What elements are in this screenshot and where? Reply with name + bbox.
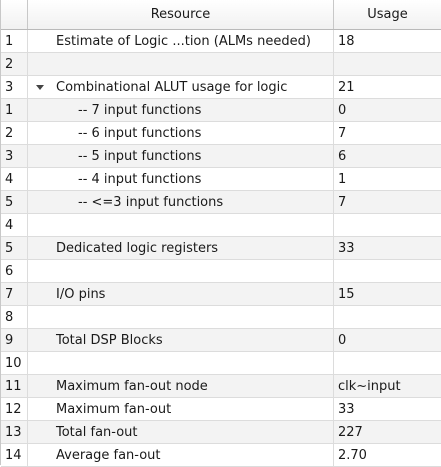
usage-cell: 15 xyxy=(334,283,441,305)
resource-label: Estimate of Logic ...tion (ALMs needed) xyxy=(56,33,311,49)
table-row[interactable]: 7 I/O pins 15 xyxy=(1,283,441,306)
row-number: 13 xyxy=(1,421,28,443)
table-row[interactable]: 12 Maximum fan-out 33 xyxy=(1,398,441,421)
usage-cell: 0 xyxy=(334,99,441,121)
resource-label: -- <=3 input functions xyxy=(78,194,224,210)
table-header: Resource Usage xyxy=(1,0,441,30)
table-row[interactable]: 10 xyxy=(1,352,441,375)
usage-cell: 21 xyxy=(334,76,441,98)
resource-cell: -- <=3 input functions xyxy=(28,191,334,213)
row-number: 10 xyxy=(1,352,28,374)
table-row[interactable]: 9 Total DSP Blocks 0 xyxy=(1,329,441,352)
resource-cell: Total fan-out xyxy=(28,421,334,443)
row-number: 3 xyxy=(1,76,28,98)
table-row[interactable]: 6 xyxy=(1,260,441,283)
resource-cell: -- 4 input functions xyxy=(28,168,334,190)
resource-label: Average fan-out xyxy=(56,447,161,463)
row-number: 9 xyxy=(1,329,28,351)
table-row[interactable]: 13 Total fan-out 227 xyxy=(1,421,441,444)
table-row[interactable]: 3 Combinational ALUT usage for logic 21 xyxy=(1,76,441,99)
usage-column-header[interactable]: Usage xyxy=(334,0,441,29)
resource-cell xyxy=(28,306,334,328)
table-body: 1 Estimate of Logic ...tion (ALMs needed)… xyxy=(1,30,441,467)
table-row[interactable]: 5 -- <=3 input functions 7 xyxy=(1,191,441,214)
row-number: 1 xyxy=(1,30,28,52)
resource-cell: -- 5 input functions xyxy=(28,145,334,167)
resource-cell: -- 6 input functions xyxy=(28,122,334,144)
resource-cell: -- 7 input functions xyxy=(28,99,334,121)
resource-cell xyxy=(28,53,334,75)
row-number: 4 xyxy=(1,214,28,236)
resource-label: -- 5 input functions xyxy=(78,148,202,164)
resource-cell: Maximum fan-out node xyxy=(28,375,334,397)
resource-cell xyxy=(28,260,334,282)
row-number: 12 xyxy=(1,398,28,420)
resource-label: -- 7 input functions xyxy=(78,102,202,118)
row-number: 1 xyxy=(1,99,28,121)
row-number: 2 xyxy=(1,122,28,144)
row-number-header[interactable] xyxy=(1,0,28,29)
row-number: 4 xyxy=(1,168,28,190)
resource-cell: Dedicated logic registers xyxy=(28,237,334,259)
row-number: 5 xyxy=(1,237,28,259)
usage-cell: 6 xyxy=(334,145,441,167)
usage-cell: 2.70 xyxy=(334,444,441,466)
row-number: 8 xyxy=(1,306,28,328)
usage-cell: 33 xyxy=(334,237,441,259)
resource-label: Total DSP Blocks xyxy=(56,332,163,348)
resource-cell: Maximum fan-out xyxy=(28,398,334,420)
table-row[interactable]: 5 Dedicated logic registers 33 xyxy=(1,237,441,260)
resource-label: Total fan-out xyxy=(56,424,138,440)
table-row[interactable]: 2 xyxy=(1,53,441,76)
resource-label: I/O pins xyxy=(56,286,106,302)
resource-label: Maximum fan-out xyxy=(56,401,172,417)
resource-label: Combinational ALUT usage for logic xyxy=(56,79,288,95)
resource-cell xyxy=(28,352,334,374)
table-row[interactable]: 4 xyxy=(1,214,441,237)
usage-cell xyxy=(334,53,441,75)
resource-cell: Combinational ALUT usage for logic xyxy=(28,76,334,98)
row-number: 3 xyxy=(1,145,28,167)
table-row[interactable]: 3 -- 5 input functions 6 xyxy=(1,145,441,168)
usage-cell xyxy=(334,260,441,282)
usage-cell: 33 xyxy=(334,398,441,420)
usage-cell: 7 xyxy=(334,122,441,144)
table-row[interactable]: 14 Average fan-out 2.70 xyxy=(1,444,441,467)
resource-label: Maximum fan-out node xyxy=(56,378,208,394)
usage-cell: 7 xyxy=(334,191,441,213)
table-row[interactable]: 11 Maximum fan-out node clk~input xyxy=(1,375,441,398)
resource-cell: Estimate of Logic ...tion (ALMs needed) xyxy=(28,30,334,52)
usage-cell: clk~input xyxy=(334,375,441,397)
row-number: 7 xyxy=(1,283,28,305)
usage-cell: 18 xyxy=(334,30,441,52)
row-number: 5 xyxy=(1,191,28,213)
row-number: 6 xyxy=(1,260,28,282)
resource-label: -- 6 input functions xyxy=(78,125,202,141)
collapse-triangle-icon[interactable] xyxy=(36,84,44,90)
usage-cell: 0 xyxy=(334,329,441,351)
resource-cell xyxy=(28,214,334,236)
table-row[interactable]: 1 -- 7 input functions 0 xyxy=(1,99,441,122)
table-row[interactable]: 2 -- 6 input functions 7 xyxy=(1,122,441,145)
usage-cell xyxy=(334,352,441,374)
usage-cell xyxy=(334,214,441,236)
resource-cell: Total DSP Blocks xyxy=(28,329,334,351)
usage-cell xyxy=(334,306,441,328)
resource-cell: I/O pins xyxy=(28,283,334,305)
row-number: 14 xyxy=(1,444,28,466)
table-row[interactable]: 4 -- 4 input functions 1 xyxy=(1,168,441,191)
resource-label: -- 4 input functions xyxy=(78,171,202,187)
resource-label: Dedicated logic registers xyxy=(56,240,219,256)
usage-cell: 227 xyxy=(334,421,441,443)
row-number: 11 xyxy=(1,375,28,397)
usage-cell: 1 xyxy=(334,168,441,190)
resource-cell: Average fan-out xyxy=(28,444,334,466)
table-row[interactable]: 1 Estimate of Logic ...tion (ALMs needed)… xyxy=(1,30,441,53)
resource-column-header[interactable]: Resource xyxy=(28,0,334,29)
table-row[interactable]: 8 xyxy=(1,306,441,329)
row-number: 2 xyxy=(1,53,28,75)
